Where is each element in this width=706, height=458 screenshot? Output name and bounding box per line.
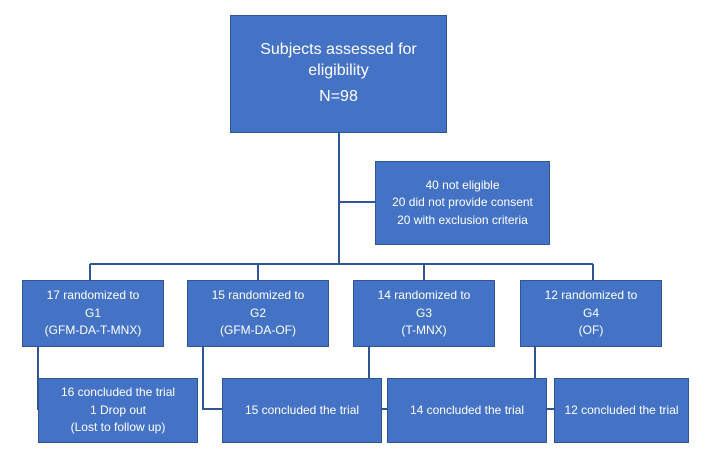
group-label: G1 [84,305,101,320]
group-label: G2 [249,305,266,320]
outcome-concluded: 15 concluded the trial [244,402,360,417]
group-treatment: (OF) [578,323,604,338]
group-box-g4: 12 randomized to G4 (OF) [520,280,662,347]
assessed-box: Subjects assessed for eligibility N=98 [230,15,447,133]
exclusion-line2: 20 did not provide consent [392,195,533,210]
group-box-g1: 17 randomized to G1 (GFM-DA-T-MNX) [22,280,164,347]
outcome-dropout: 1 Drop out [89,402,147,417]
group-label: G4 [582,305,599,320]
group-treatment: (T-MNX) [401,323,447,338]
assessed-line1: Subjects assessed for [260,40,417,58]
outcome-box-g3: 14 concluded the trial [387,378,547,443]
outcome-dropout-reason: (Lost to follow up) [70,420,166,435]
group-box-g3: 14 randomized to G3 (T-MNX) [353,280,495,347]
group-label: G3 [415,305,432,320]
group-count: 12 randomized to [544,288,638,303]
outcome-concluded: 16 concluded the trial [60,385,176,400]
outcome-concluded: 14 concluded the trial [409,402,525,417]
exclusion-line3: 20 with exclusion criteria [397,212,528,227]
outcome-box-g4: 12 concluded the trial [554,378,689,443]
assessed-line2: eligibility [308,61,369,79]
outcome-box-g1: 16 concluded the trial 1 Drop out (Lost … [38,378,198,443]
exclusion-line1: 40 not eligible [425,177,500,192]
group-box-g2: 15 randomized to G2 (GFM-DA-OF) [187,280,329,347]
outcome-box-g2: 15 concluded the trial [222,378,382,443]
assessed-count: N=98 [319,88,358,106]
group-treatment: (GFM-DA-OF) [220,323,296,338]
group-count: 15 randomized to [211,288,305,303]
outcome-concluded: 12 concluded the trial [564,402,679,417]
exclusion-box: 40 not eligible 20 did not provide conse… [375,161,550,245]
group-count: 17 randomized to [46,288,140,303]
group-count: 14 randomized to [377,288,471,303]
group-treatment: (GFM-DA-T-MNX) [44,323,142,338]
